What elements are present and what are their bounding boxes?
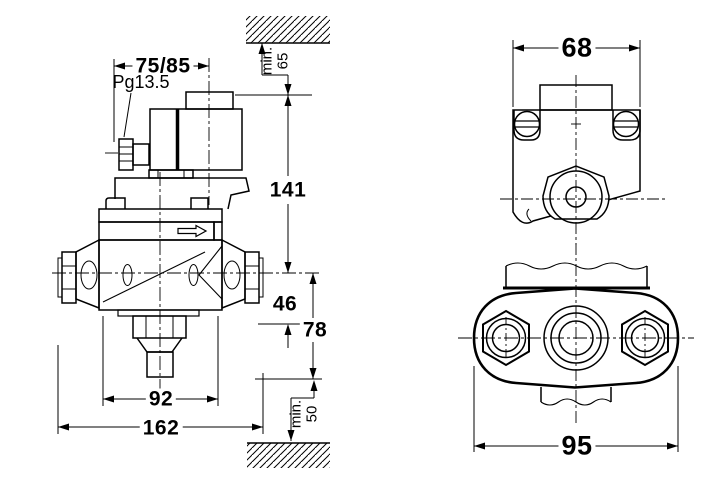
- dim-bottom-clearance-min-50: min. 50: [287, 399, 320, 429]
- front-view-centerlines: [52, 58, 322, 392]
- valve-body: [57, 238, 264, 311]
- dim-coil-width-75-85: 75/85: [132, 55, 194, 77]
- ceiling-hatch: [246, 16, 330, 44]
- dim-bottom-clearance-value: 50: [303, 405, 320, 423]
- dim-top-clearance-prefix: min.: [258, 46, 276, 76]
- dim-height-141: 141: [266, 179, 310, 201]
- bottom-view-centerlines: [458, 243, 694, 424]
- dim-top-view-width-68: 68: [558, 34, 596, 62]
- top-view-centerlines: [500, 75, 668, 245]
- dim-overall-width-162: 162: [139, 417, 183, 439]
- top-view-drawing: [500, 40, 668, 245]
- front-view-drawing: [52, 16, 330, 468]
- dim-bottom-clearance-prefix: min.: [287, 399, 305, 429]
- dim-top-clearance-value: 65: [274, 52, 291, 70]
- dim-center-to-drain-end-78: 78: [299, 319, 331, 341]
- screw-right: [612, 110, 640, 138]
- valve-bonnet: [98, 177, 250, 241]
- bottom-view-drawing: [458, 243, 694, 452]
- dim-flange-width-95: 95: [558, 432, 596, 460]
- floor-hatch: [247, 442, 330, 468]
- flow-direction-arrow: [177, 224, 208, 238]
- bottom-view-dimensions: [473, 366, 679, 452]
- pipe-break-top: [503, 262, 650, 290]
- screw-left: [513, 110, 541, 138]
- dim-top-clearance-min-65: min. 65: [258, 46, 291, 76]
- label-cable-gland-pg13-5: Pg13.5: [112, 72, 170, 92]
- solenoid-coil: [105, 91, 243, 179]
- dim-center-to-body-bottom-46: 46: [269, 293, 301, 315]
- drain-fitting: [117, 309, 200, 378]
- front-view-dimensions: [57, 43, 322, 441]
- dim-body-width-92: 92: [145, 388, 177, 410]
